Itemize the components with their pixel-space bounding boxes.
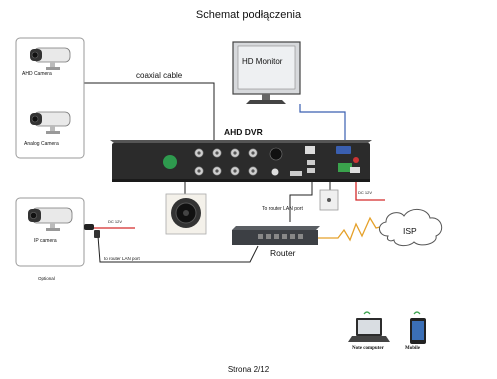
- dvr-recorder-icon: [110, 140, 372, 182]
- cloud-icon: [379, 209, 443, 247]
- coaxial-cable-label: coaxial cable: [136, 71, 183, 80]
- router-lan-port-label: To router LAN port: [262, 206, 303, 212]
- ipcam-lan-port-label: to router LAN port: [104, 256, 140, 261]
- coaxial-cable-line: [82, 82, 215, 143]
- isp-label: ISP: [403, 226, 417, 236]
- ahd-dvr-label: AHD DVR: [224, 127, 263, 137]
- router-isp-line: [318, 216, 385, 242]
- page-title: Schemat podłączenia: [195, 9, 302, 21]
- hd-monitor-label: HD Monitor: [242, 57, 283, 66]
- analog-camera-label: Analog Camera: [24, 141, 59, 147]
- ip-camera-icon: [28, 207, 73, 231]
- ahd-camera-icon: [30, 47, 71, 70]
- dvr-power-label: DC 12V: [358, 190, 373, 195]
- router-label: Router: [270, 248, 296, 258]
- optional-label: Optional: [38, 276, 55, 281]
- dvr-power-line: [355, 178, 385, 201]
- mobile-label: Mobile: [405, 346, 420, 351]
- smartphone-icon: [410, 311, 426, 344]
- page-footer: Strona 2/12: [227, 365, 270, 374]
- ipcam-lan-cable-line: [97, 235, 259, 263]
- ipcam-power-label: DC 12V: [108, 219, 123, 224]
- note-computer-label: Note computer: [352, 346, 384, 351]
- speaker-icon: [165, 193, 207, 235]
- socket-icon: [319, 189, 339, 211]
- monitor-icon: [232, 41, 301, 104]
- ip-camera-connector-icon: [84, 224, 100, 238]
- laptop-icon: [348, 311, 390, 342]
- router-icon: [232, 226, 320, 245]
- vga-cable-line: [299, 104, 346, 140]
- analog-camera-icon: [30, 111, 71, 134]
- ip-camera-label: IP camera: [34, 238, 57, 244]
- analog-camera-panel: [15, 37, 85, 159]
- ahd-camera-label: AHD Camera: [22, 71, 52, 77]
